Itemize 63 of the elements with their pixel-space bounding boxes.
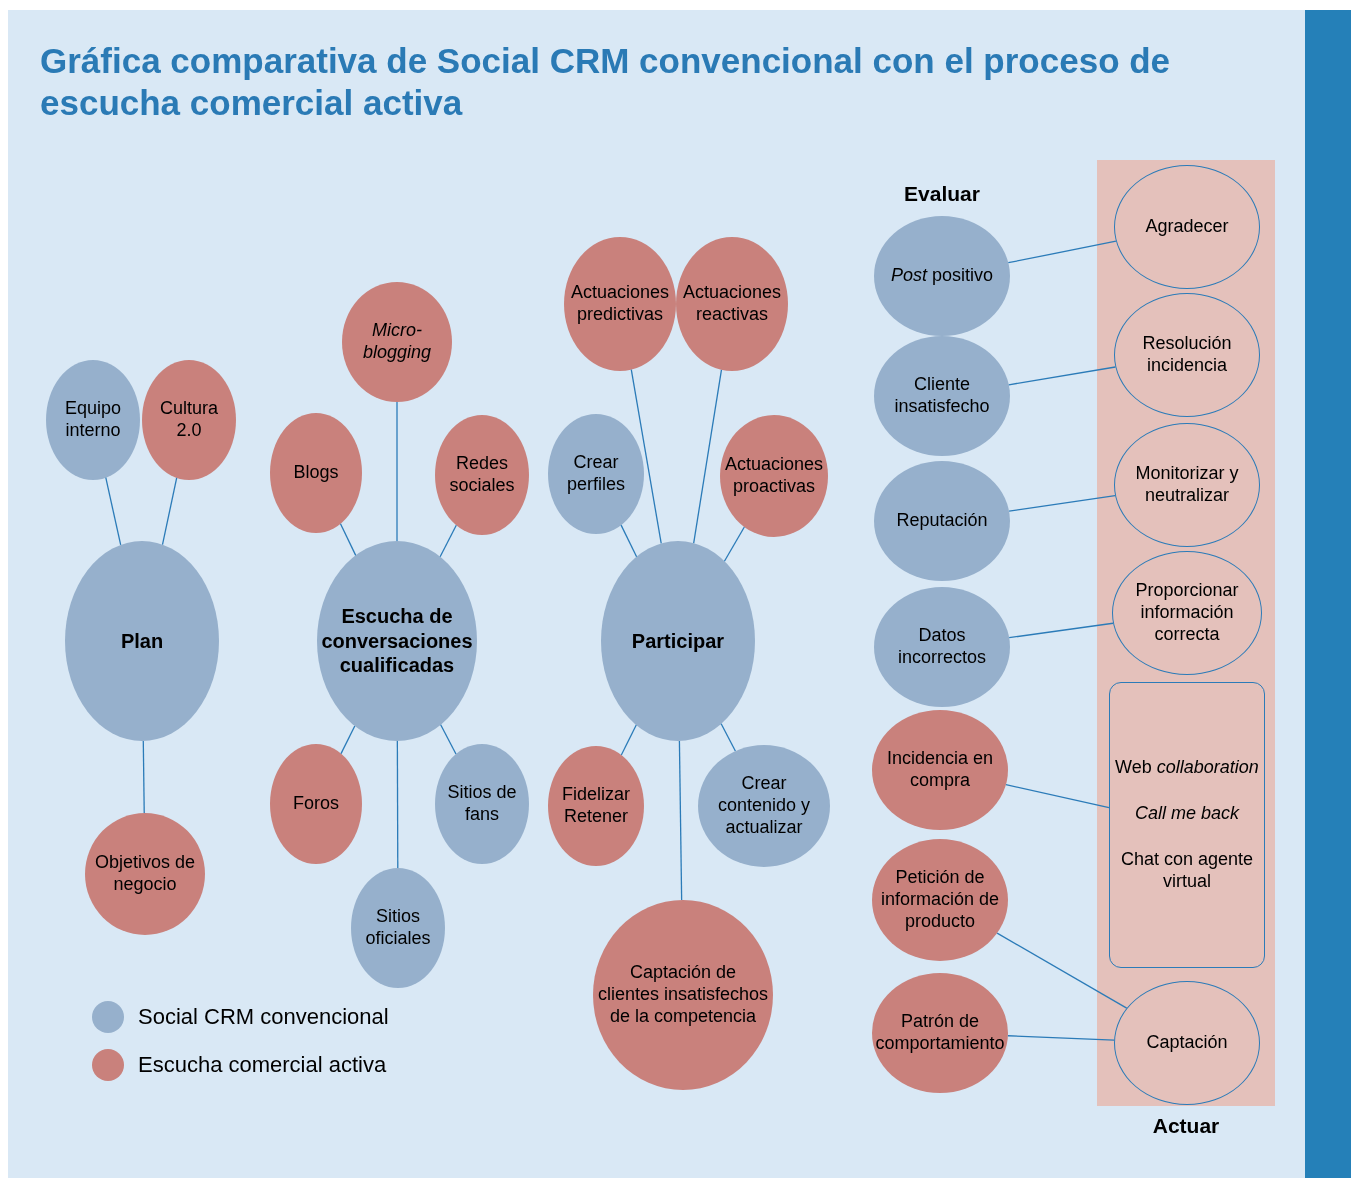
node-text: Resolución incidencia bbox=[1141, 333, 1233, 377]
node-text: Proporcionar información correcta bbox=[1134, 580, 1240, 646]
node-text: Redes sociales bbox=[448, 453, 516, 497]
node-text: Call me back bbox=[1134, 803, 1239, 825]
column-heading: Evaluar bbox=[903, 181, 981, 207]
node-text: Crear perfiles bbox=[566, 452, 626, 496]
node-text: Monitorizar y neutralizar bbox=[1134, 463, 1240, 507]
connector-line bbox=[1008, 366, 1117, 386]
band-heading: Actuar bbox=[1152, 1113, 1220, 1139]
connector-line bbox=[620, 524, 638, 558]
node-text: Web collaboration bbox=[1115, 757, 1259, 780]
node-text: Petición de información de producto bbox=[879, 867, 1001, 933]
rounded-box bbox=[1109, 682, 1265, 968]
node-text: Participar bbox=[631, 628, 725, 654]
connector-line bbox=[620, 724, 637, 756]
node-text: Escucha de conversaciones cualificadas bbox=[321, 604, 473, 678]
connector-line bbox=[1005, 784, 1110, 809]
connector-line bbox=[1008, 622, 1114, 639]
title: Gráfica comparativa de Social CRM convencional con el proceso de escucha comercial activa bbox=[40, 40, 1172, 124]
node-text: Blogs bbox=[293, 462, 339, 484]
connector-line bbox=[396, 740, 399, 869]
connector-line bbox=[340, 725, 356, 755]
connector-line bbox=[396, 401, 398, 542]
legend-label: Escucha comercial activa bbox=[138, 1051, 387, 1079]
node-text: Captación de clientes insatisfechos de la competencia bbox=[597, 962, 769, 1028]
connector-line bbox=[720, 723, 736, 752]
connector-line bbox=[161, 477, 178, 546]
node-text: Patrón de comportamiento bbox=[875, 1011, 1005, 1055]
node-text: Post positivo bbox=[890, 265, 994, 287]
node-text: Equipo interno bbox=[63, 398, 123, 442]
node-text: Captación bbox=[1146, 1032, 1228, 1054]
band-panel bbox=[1097, 160, 1275, 1106]
node-text: Foros bbox=[293, 793, 339, 815]
node-text: Incidencia en compra bbox=[885, 748, 995, 792]
connector-line bbox=[440, 724, 457, 755]
connector-line bbox=[105, 477, 122, 546]
node-text: Actuaciones reactivas bbox=[681, 282, 783, 326]
node-text: Chat con agente virtual bbox=[1119, 849, 1255, 893]
connector-line bbox=[142, 740, 145, 814]
connector-line bbox=[678, 740, 683, 901]
node-text: Micro-blogging bbox=[361, 320, 433, 364]
node-text: Cultura 2.0 bbox=[159, 398, 219, 442]
node-text: Actuaciones proactivas bbox=[724, 454, 824, 498]
node-text: Actuaciones predictivas bbox=[569, 282, 671, 326]
node-text: Reputación bbox=[896, 510, 988, 532]
connector-line bbox=[723, 526, 745, 562]
node-text: Plan bbox=[120, 628, 164, 654]
connector-line bbox=[339, 523, 357, 556]
connector-line bbox=[439, 524, 457, 558]
node-text: Crear contenido y actualizar bbox=[716, 773, 812, 839]
connector-line bbox=[693, 369, 723, 544]
connector-line bbox=[1007, 1035, 1115, 1041]
node-text: Objetivos de negocio bbox=[93, 852, 197, 896]
connector-line bbox=[996, 932, 1128, 1009]
node-text: Cliente insatisfecho bbox=[893, 374, 991, 418]
connector-line bbox=[630, 368, 662, 545]
node-text: Sitios oficiales bbox=[364, 906, 432, 950]
node-text: Sitios de fans bbox=[446, 782, 518, 826]
legend-label: Social CRM convencional bbox=[138, 1003, 389, 1031]
node-text: Agradecer bbox=[1145, 216, 1229, 238]
node-text: Datos incorrectos bbox=[897, 625, 987, 669]
connector-line bbox=[1008, 494, 1116, 512]
node-text: Fidelizar Retener bbox=[561, 784, 631, 828]
